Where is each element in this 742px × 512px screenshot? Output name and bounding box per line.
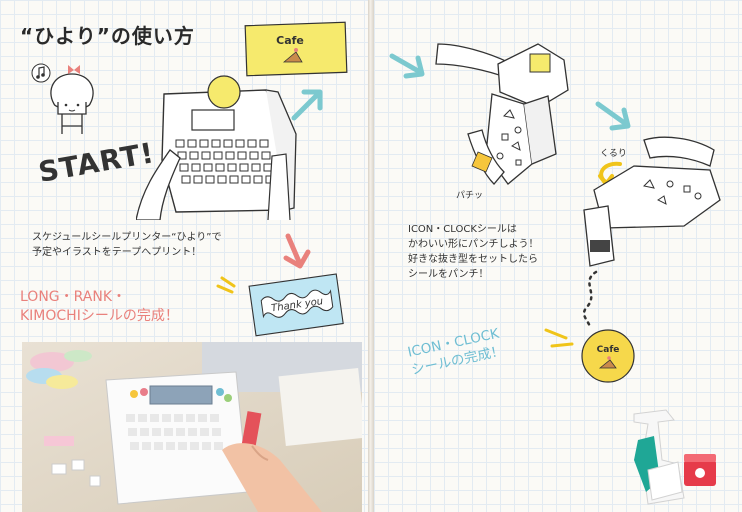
printer-photo-image [22,342,362,512]
page-title: “ひより”の使い方 [20,24,195,48]
cake-icon [282,51,303,63]
print-result-caption: LONG・RANK・ KIMOCHIシールの完成！ [20,289,179,324]
sparkle-lines [544,328,574,348]
cafe-circle-text: Cafe [597,345,620,355]
music-note-icon [31,63,51,83]
arrow-icon [283,233,311,269]
label-printer-illustration [136,75,297,220]
girl-character-illustration [50,65,94,134]
printer-description: スケジュールシールプリンター“ひより”で 予定やイラストをテープへプリント！ [32,232,222,258]
left-page: “ひより”の使い方 START! [0,0,368,512]
hand-icon [136,149,181,220]
punch-product-photo [633,409,716,505]
arrow-icon [595,101,631,131]
sparkle-lines [216,276,236,294]
thank-you-sticker-card: Thank you [248,273,344,337]
kururi-sfx: くるり [600,149,627,159]
punch-tool-illustration [435,43,569,185]
book-gutter [368,0,374,512]
punch-description: ICON・CLOCKシールは かわいい形にパンチしよう！ 好きな抜き型をセットし… [408,224,539,280]
hand-icon [643,136,715,167]
dotted-path [582,270,598,330]
punch-result-caption: ICON・CLOCK シールの完成！ [406,325,506,379]
arrow-icon [291,89,323,121]
cafe-sticker-card: Cafe [244,21,348,77]
punch-tool-illustration [583,136,721,267]
cafe-circle-sticker: Cafe [581,329,635,383]
printer-photo [22,342,362,512]
arrow-icon [389,53,425,79]
pachi-sfx: パチッ [456,191,484,201]
cafe-card-text: Cafe [276,34,304,47]
cake-icon [598,359,617,369]
right-page: パチッ くるり ICON・CLOCKシールは かわいい形にパンチしよう！ 好きな… [374,0,742,512]
